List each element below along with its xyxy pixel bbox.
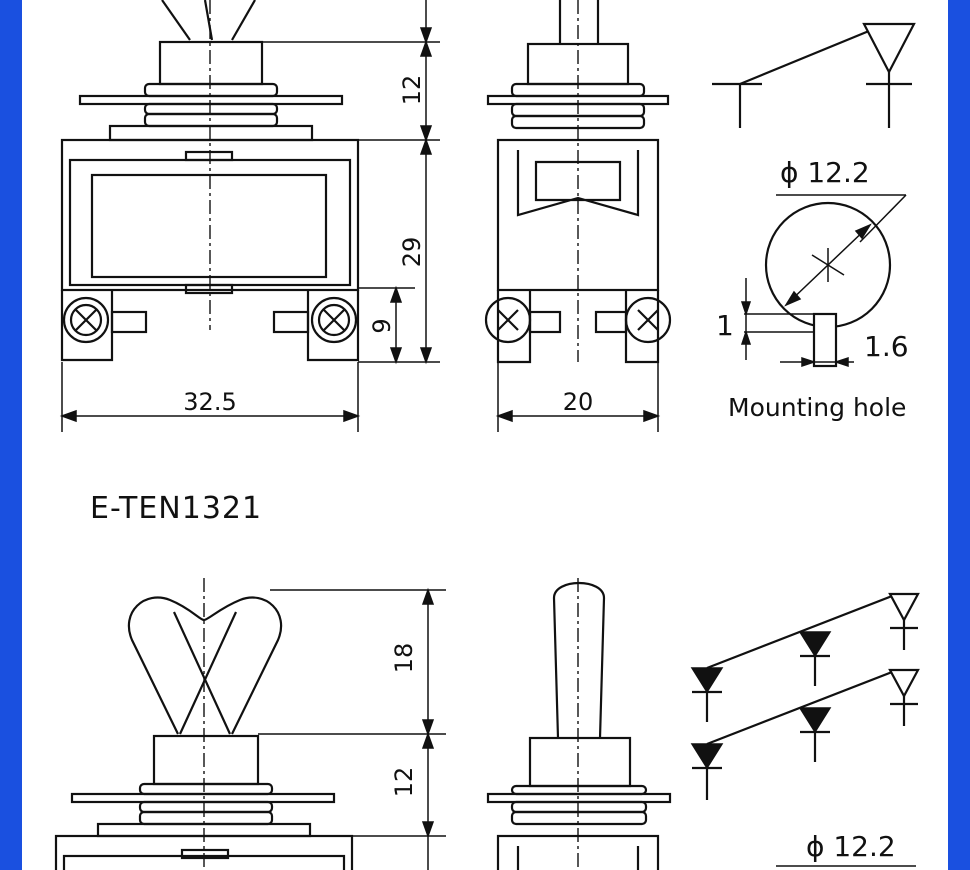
dim-body-height: 29 [398, 237, 426, 268]
dim-terminal-height: 9 [368, 318, 396, 333]
mounting-hole-key-height: 1 [716, 309, 734, 342]
mounting-hole-diameter-top: ϕ 12.2 [780, 156, 870, 189]
front-view-top [59, 0, 440, 432]
dim-bushing-height-bottom: 12 [390, 767, 418, 798]
mounting-hole-diameter-bottom: ϕ 12.2 [806, 830, 896, 863]
mounting-hole-caption: Mounting hole [728, 393, 906, 422]
mounting-hole-diagram-top [740, 194, 907, 368]
dim-front-width: 32.5 [183, 388, 236, 416]
dim-bushing-height-top: 12 [398, 75, 426, 106]
side-view-top [484, 0, 672, 432]
switch-schematic-top [712, 22, 916, 128]
side-view-bottom [486, 578, 672, 870]
model-title: E-TEN1321 [90, 491, 262, 526]
mounting-hole-key-width: 1.6 [864, 330, 909, 363]
drawing-sheet [22, 0, 948, 870]
dim-lever-height: 18 [390, 643, 418, 674]
front-view-bottom [54, 578, 446, 870]
dim-side-width: 20 [563, 388, 594, 416]
switch-schematic-bottom [690, 592, 920, 800]
